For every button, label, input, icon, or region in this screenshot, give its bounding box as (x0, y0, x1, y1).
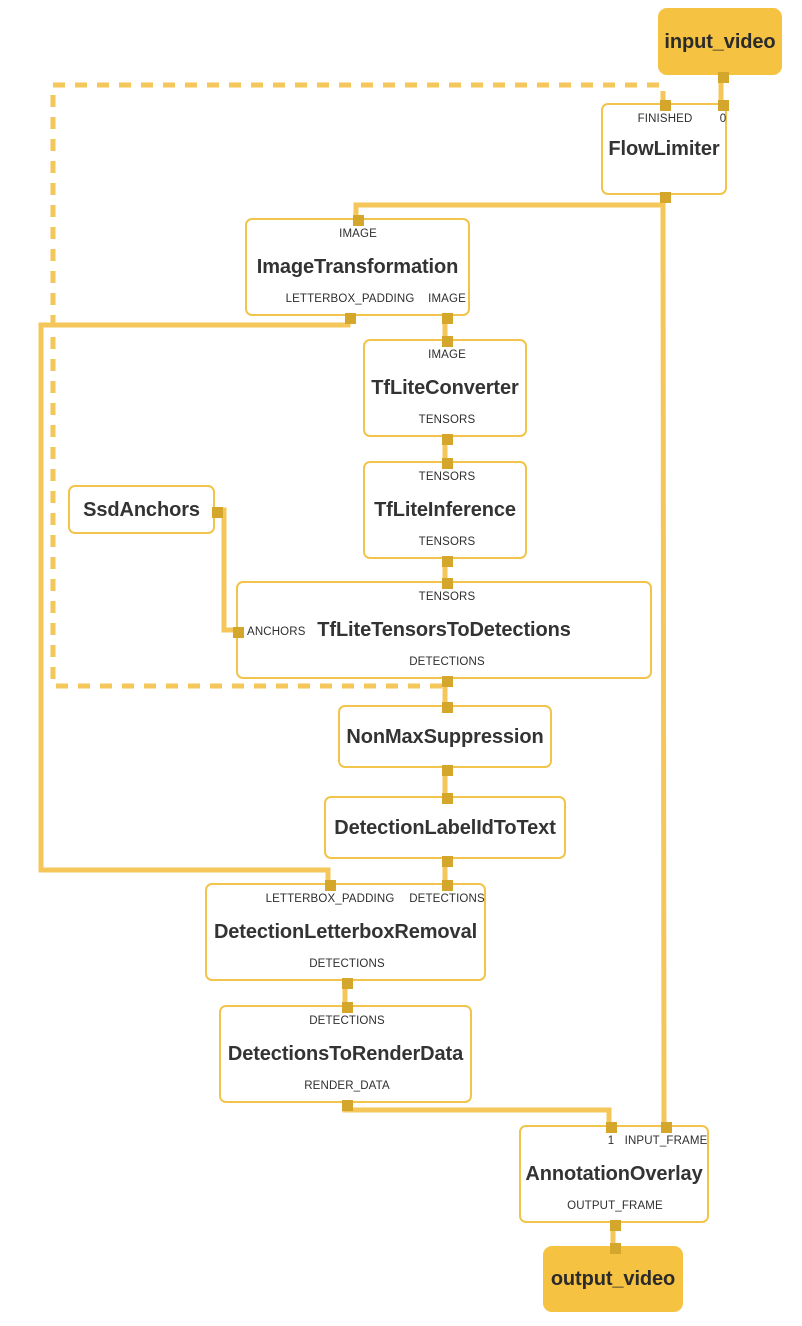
port-out-output-frame[interactable] (609, 1219, 621, 1231)
port-in[interactable] (609, 1242, 621, 1254)
port-in-image[interactable] (352, 214, 364, 226)
port-label-in-input-frame: INPUT_FRAME (624, 1135, 708, 1147)
port-out[interactable] (441, 764, 453, 776)
port-in-image[interactable] (441, 335, 453, 347)
node-title: DetectionsToRenderData (227, 1043, 464, 1065)
port-label-out-detections: DETECTIONS (309, 957, 385, 970)
port-in-tensors[interactable] (441, 457, 453, 469)
port-label-in-tensors: TENSORS (418, 471, 476, 483)
port-label-out-output-frame: OUTPUT_FRAME (567, 1199, 663, 1212)
port-in-letterbox-padding[interactable] (324, 879, 336, 891)
port-out-detections[interactable] (441, 675, 453, 687)
node-title: ImageTransformation (256, 256, 459, 278)
graph-node-detection-label-id-to-text[interactable]: DetectionLabelIdToText (324, 792, 566, 867)
port-in-tensors[interactable] (441, 577, 453, 589)
port-in-anchors[interactable] (232, 626, 244, 638)
graph-edge (353, 195, 666, 218)
graph-node-ssd-anchors[interactable]: SsdAnchors (68, 485, 223, 534)
port-out-letterbox-padding[interactable] (344, 312, 356, 324)
graph-node-detection-letterbox-removal[interactable]: DetectionLetterboxRemoval LETTERBOX_PADDI… (205, 879, 486, 989)
graph-edge (215, 507, 236, 633)
port-out-image[interactable] (441, 312, 453, 324)
port-label-out-tensors: TENSORS (418, 413, 476, 426)
port-out[interactable] (717, 71, 729, 83)
port-label-in-0: 0 (719, 113, 727, 125)
port-in-detections[interactable] (341, 1001, 353, 1013)
graph-edge (342, 1103, 612, 1125)
port-in[interactable] (441, 701, 453, 713)
node-title: NonMaxSuppression (346, 725, 544, 748)
graph-node-tflite-converter[interactable]: TfLiteConverter IMAGE TENSORS (363, 335, 527, 445)
graph-node-flow-limiter[interactable]: FlowLimiter FINISHED 0 (601, 99, 729, 203)
port-out[interactable] (659, 191, 671, 203)
graph-node-detections-to-render-data[interactable]: DetectionsToRenderData DETECTIONS RENDER_D… (219, 1001, 472, 1111)
port-label-in-letterbox-padding: LETTERBOX_PADDING (265, 893, 395, 905)
graph-node-annotation-overlay[interactable]: AnnotationOverlay 1 INPUT_FRAME OUTPUT_FRAM… (519, 1121, 709, 1231)
port-in[interactable] (441, 792, 453, 804)
port-label-out-image: IMAGE (428, 292, 466, 305)
port-in-detections[interactable] (441, 879, 453, 891)
graph-node-input-video[interactable]: input_video (658, 8, 782, 83)
port-label-in-finished: FINISHED (637, 113, 693, 125)
port-out[interactable] (441, 855, 453, 867)
node-title: AnnotationOverlay (525, 1163, 703, 1185)
port-label-in-image: IMAGE (339, 228, 377, 240)
port-label-in-tensors: TENSORS (418, 591, 476, 603)
port-in-0[interactable] (717, 99, 729, 111)
graph-node-tflite-tensors-to-detections[interactable]: TfLiteTensorsToDetections TENSORS ANCHORS D… (232, 577, 652, 687)
graph-node-non-max-suppression[interactable]: NonMaxSuppression (338, 701, 552, 776)
node-title: DetectionLetterboxRemoval (213, 921, 478, 943)
port-label-in-image: IMAGE (428, 349, 466, 361)
port-label-out-letterbox-padding: LETTERBOX_PADDING (285, 292, 415, 305)
port-out[interactable] (211, 506, 223, 518)
port-label-in-anchors: ANCHORS (247, 626, 306, 638)
port-label-in-detections: DETECTIONS (409, 893, 485, 905)
node-title: input_video (664, 30, 776, 53)
port-out-detections[interactable] (341, 977, 353, 989)
port-out-tensors[interactable] (441, 433, 453, 445)
port-out-render-data[interactable] (341, 1099, 353, 1111)
graph-edge (660, 194, 667, 1126)
node-title: DetectionLabelIdToText (334, 816, 556, 839)
port-label-in-1: 1 (607, 1135, 615, 1147)
port-label-out-render-data: RENDER_DATA (304, 1079, 390, 1092)
node-title: TfLiteTensorsToDetections (317, 619, 571, 641)
port-in-finished[interactable] (659, 99, 671, 111)
node-title: SsdAnchors (83, 498, 200, 521)
port-label-out-tensors: TENSORS (418, 535, 476, 548)
graph-node-output-video[interactable]: output_video (543, 1242, 683, 1312)
port-in-1[interactable] (605, 1121, 617, 1133)
port-label-in-detections: DETECTIONS (309, 1015, 385, 1027)
node-title: TfLiteInference (374, 499, 516, 521)
port-label-out-detections: DETECTIONS (409, 655, 485, 668)
node-title: FlowLimiter (608, 138, 720, 160)
port-in-input-frame[interactable] (660, 1121, 672, 1133)
node-title: output_video (550, 1268, 676, 1290)
node-title: TfLiteConverter (371, 377, 519, 399)
port-out-tensors[interactable] (441, 555, 453, 567)
